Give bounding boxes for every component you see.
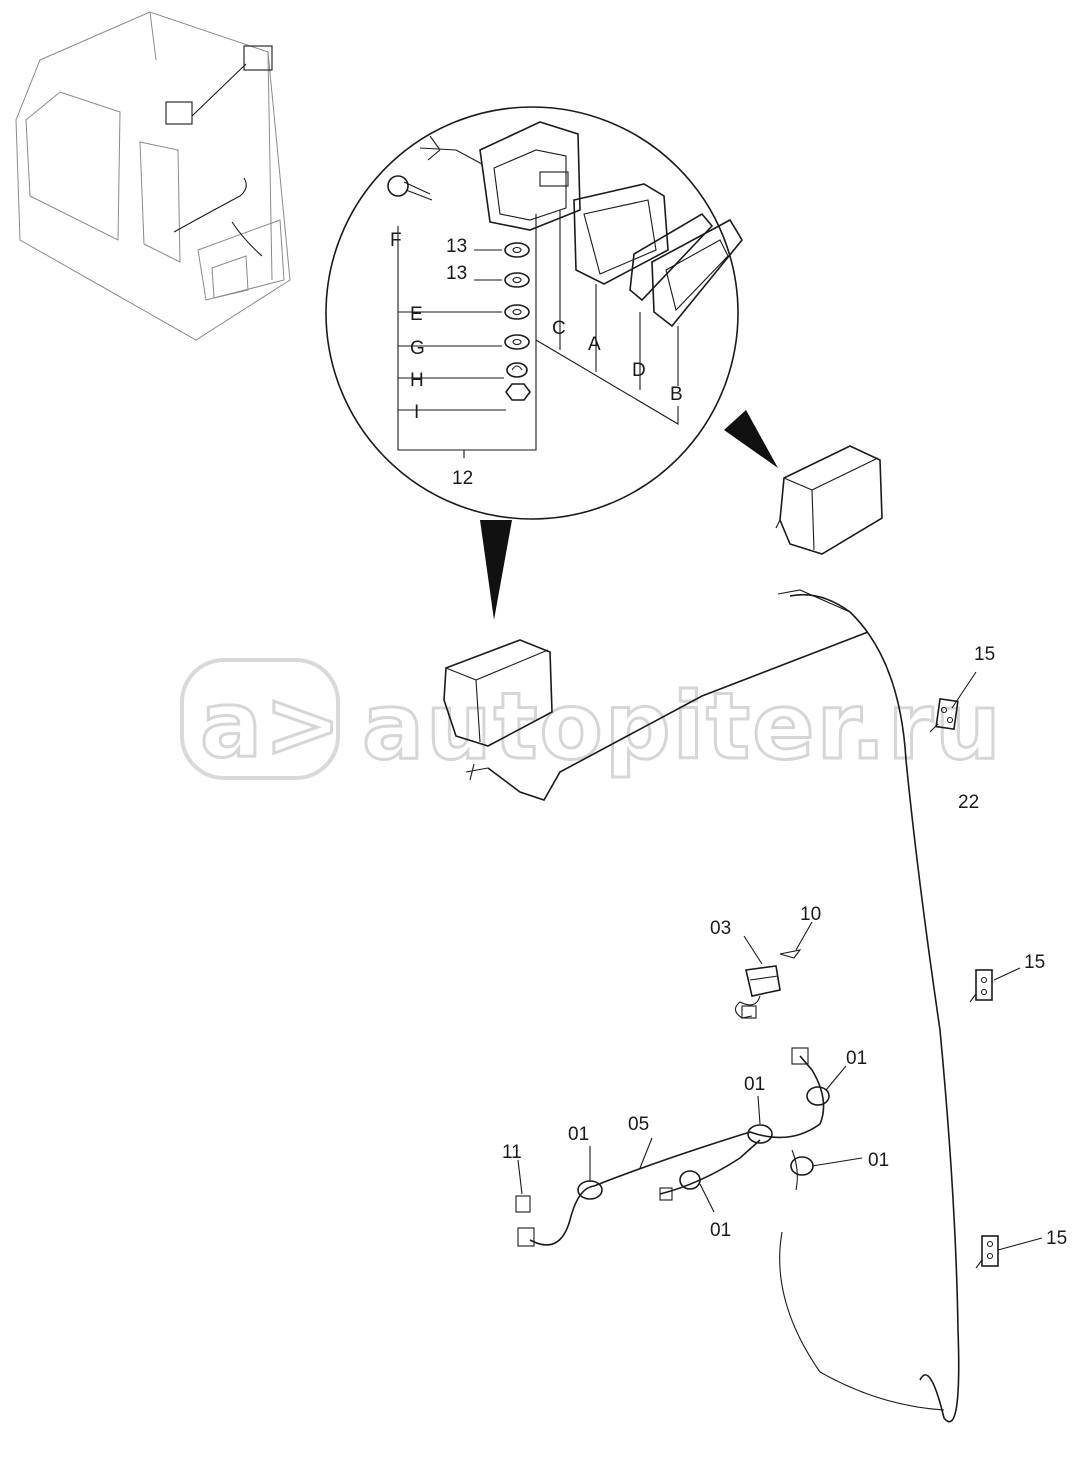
- switch-assembly: [734, 921, 813, 1019]
- brackets-15: [929, 671, 1043, 1269]
- callout-15-top: 15: [974, 644, 995, 665]
- cab-outline: [15, 11, 291, 341]
- harness-22: [465, 589, 960, 1423]
- callout-01-left: 01: [568, 1124, 589, 1145]
- callout-22: 22: [958, 792, 979, 813]
- lamp-exploded: [387, 121, 743, 458]
- callout-01-bottom: 01: [710, 1220, 731, 1241]
- callout-G: G: [410, 338, 425, 359]
- callout-05: 05: [628, 1114, 649, 1135]
- work-lamp-right: [775, 445, 883, 555]
- callout-10: 10: [800, 904, 821, 925]
- callout-15-middle: 15: [1024, 952, 1045, 973]
- callout-labels: F 13 13 E G H I 12 C A D B 15 15 15 22 0…: [390, 230, 1067, 1249]
- callout-F: F: [390, 230, 402, 251]
- watermark-logo: a>: [200, 671, 343, 778]
- callout-A: A: [588, 334, 601, 355]
- callout-13-upper: 13: [446, 236, 467, 257]
- callout-H: H: [410, 370, 424, 391]
- detail-magnifier: [325, 106, 778, 620]
- harness-05: [515, 1047, 863, 1247]
- callout-01-right: 01: [868, 1150, 889, 1171]
- callout-01-upper-right: 01: [846, 1048, 867, 1069]
- watermark: a> autopiter.ru: [180, 658, 1002, 782]
- callout-B: B: [670, 384, 683, 405]
- callout-C: C: [552, 318, 566, 339]
- callout-13-lower: 13: [446, 263, 467, 284]
- callout-E: E: [410, 304, 423, 325]
- callout-11: 11: [502, 1142, 522, 1163]
- callout-15-bottom: 15: [1046, 1228, 1067, 1249]
- callout-01-center: 01: [744, 1074, 765, 1095]
- work-lamp-center: [443, 639, 553, 747]
- callout-12: 12: [452, 468, 473, 489]
- callout-03: 03: [710, 918, 731, 939]
- callout-D: D: [632, 360, 646, 381]
- callout-I: I: [414, 402, 419, 423]
